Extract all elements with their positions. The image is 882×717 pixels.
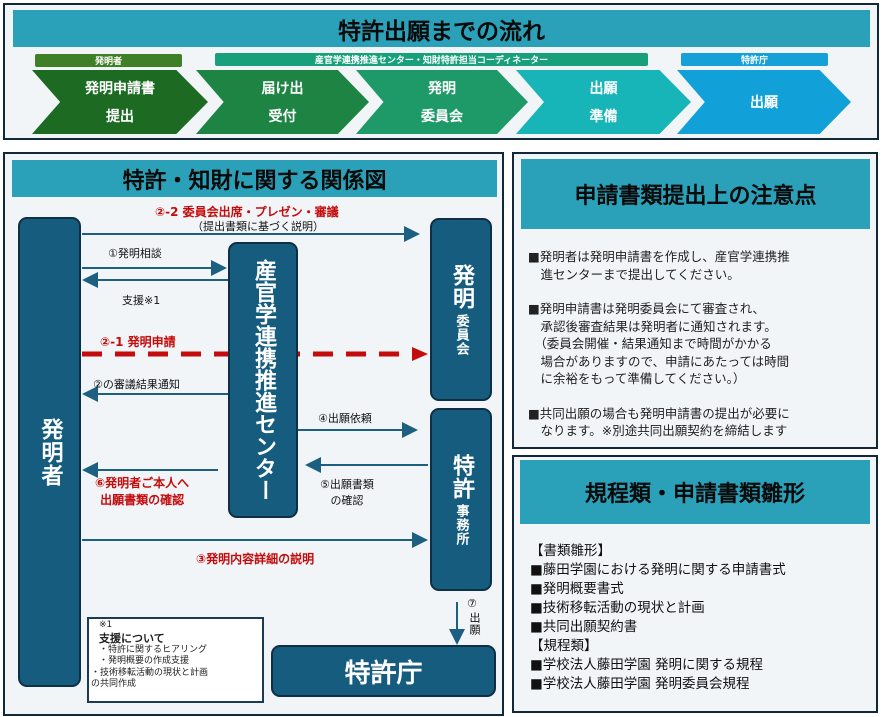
forms-heading: 【規程類】 <box>530 638 598 654</box>
arrow-21-head <box>412 347 428 361</box>
label-21: ②-1 発明申請 <box>100 335 176 349</box>
label-5: ⑤出願書類 の確認 <box>320 478 374 507</box>
label-7-num: ⑦ <box>467 597 477 610</box>
committee-big: 発明 <box>449 263 474 310</box>
step-top: 出願 <box>750 95 778 111</box>
form-link[interactable]: ■共同出願契約書 <box>530 619 638 635</box>
note-item: ■共同出願の場合も発明申請書の提出が必要に なります。※別途共同出願契約を締結し… <box>528 405 790 439</box>
flow-step-2: 届け出受付 <box>196 70 369 134</box>
jpo-label: 特許庁 <box>344 658 423 689</box>
support-note: ※1 支援について ・特許に関するヒアリング ・発明概要の作成支援 ・技術移転活… <box>87 617 264 703</box>
step-top: 出願 <box>589 81 618 97</box>
label-1: ①発明相談 <box>108 247 162 260</box>
note-mark: ※1 <box>99 620 113 630</box>
step-bottom: 委員会 <box>421 109 463 125</box>
forms-list: 【書類雛形】 ■藤田学園における発明に関する申請書式 ■発明概要書式 ■技術移転… <box>530 542 786 694</box>
flow-step-5: 出願 <box>677 70 851 134</box>
flow-step-1: 発明申請書提出 <box>32 70 208 134</box>
step-bottom: 準備 <box>589 109 618 125</box>
center-box: 産官学連携推進センター <box>228 242 298 518</box>
patent-office-box: 特許 事務所 <box>430 408 492 591</box>
step-top: 発明申請書 <box>85 81 155 97</box>
committee-small: 委員会 <box>453 313 469 356</box>
label-22-sub: （提出書類に基づく説明） <box>192 220 324 233</box>
step-bottom: 提出 <box>106 109 134 125</box>
step-bottom: 受付 <box>268 109 297 125</box>
form-link[interactable]: ■技術移転活動の現状と計画 <box>530 600 705 616</box>
role-inventor: 発明者 <box>35 54 182 67</box>
label-22: ②-2 委員会出席・プレゼン・審議 <box>155 205 339 219</box>
role-center: 産官学連携推進センター・知財特許担当コーディネーター <box>215 53 648 66</box>
rule-link[interactable]: ■学校法人藤田学園 発明に関する規程 <box>530 657 764 673</box>
form-link[interactable]: ■藤田学園における発明に関する申請書式 <box>530 562 786 578</box>
note-item: ・技術移転活動の現状と計画 の共同作成 <box>91 667 209 690</box>
flow-step-4: 出願準備 <box>516 70 691 134</box>
label-6: ⑥発明者ご本人へ 出願書類の確認 <box>95 476 190 507</box>
relation-title: 特許・知財に関する関係図 <box>12 160 497 197</box>
forms-title: 規程類・申請書類雛形 <box>520 460 870 524</box>
office-big: 特許 <box>449 453 474 500</box>
flow-title: 特許出願までの流れ <box>13 10 870 47</box>
label-result: ②の審議結果通知 <box>93 378 180 391</box>
flow-step-3: 発明委員会 <box>356 70 528 134</box>
inventor-label: 発明者 <box>37 417 63 487</box>
note-item: ■発明申請書は発明委員会にて審査され、 承認後審査結果は発明者に通知されます。 … <box>528 301 790 386</box>
role-office: 特許庁 <box>681 53 828 66</box>
label-support: 支援※1 <box>122 294 161 307</box>
note-item: ・特許に関するヒアリング <box>99 644 208 655</box>
note-item: ■発明者は発明申請書を作成し、産官学連携推 進センターまで提出してください。 <box>528 249 790 282</box>
rule-link[interactable]: ■学校法人藤田学園 発明委員会規程 <box>530 676 750 692</box>
step-top: 発明 <box>428 81 456 97</box>
notes-title: 申請書類提出上の注意点 <box>521 159 870 229</box>
jpo-box: 特許庁 <box>271 645 496 697</box>
label-3: ③発明内容詳細の説明 <box>196 552 315 566</box>
forms-heading: 【書類雛形】 <box>530 543 611 559</box>
label-4: ④出願依頼 <box>318 412 372 425</box>
form-link[interactable]: ■発明概要書式 <box>530 581 624 597</box>
inventor-box: 発明者 <box>18 217 81 687</box>
step-top: 届け出 <box>261 81 304 97</box>
center-label: 産官学連携推進センター <box>251 259 276 501</box>
committee-box: 発明 委員会 <box>430 218 492 401</box>
office-small: 事務所 <box>453 503 469 546</box>
note-item: ・発明概要の作成支援 <box>99 656 190 666</box>
label-7: 出願 <box>468 612 481 636</box>
note-title: 支援について <box>99 631 165 645</box>
notes-list: ■発明者は発明申請書を作成し、産官学連携推 進センターまで提出してください。 ■… <box>528 248 873 440</box>
